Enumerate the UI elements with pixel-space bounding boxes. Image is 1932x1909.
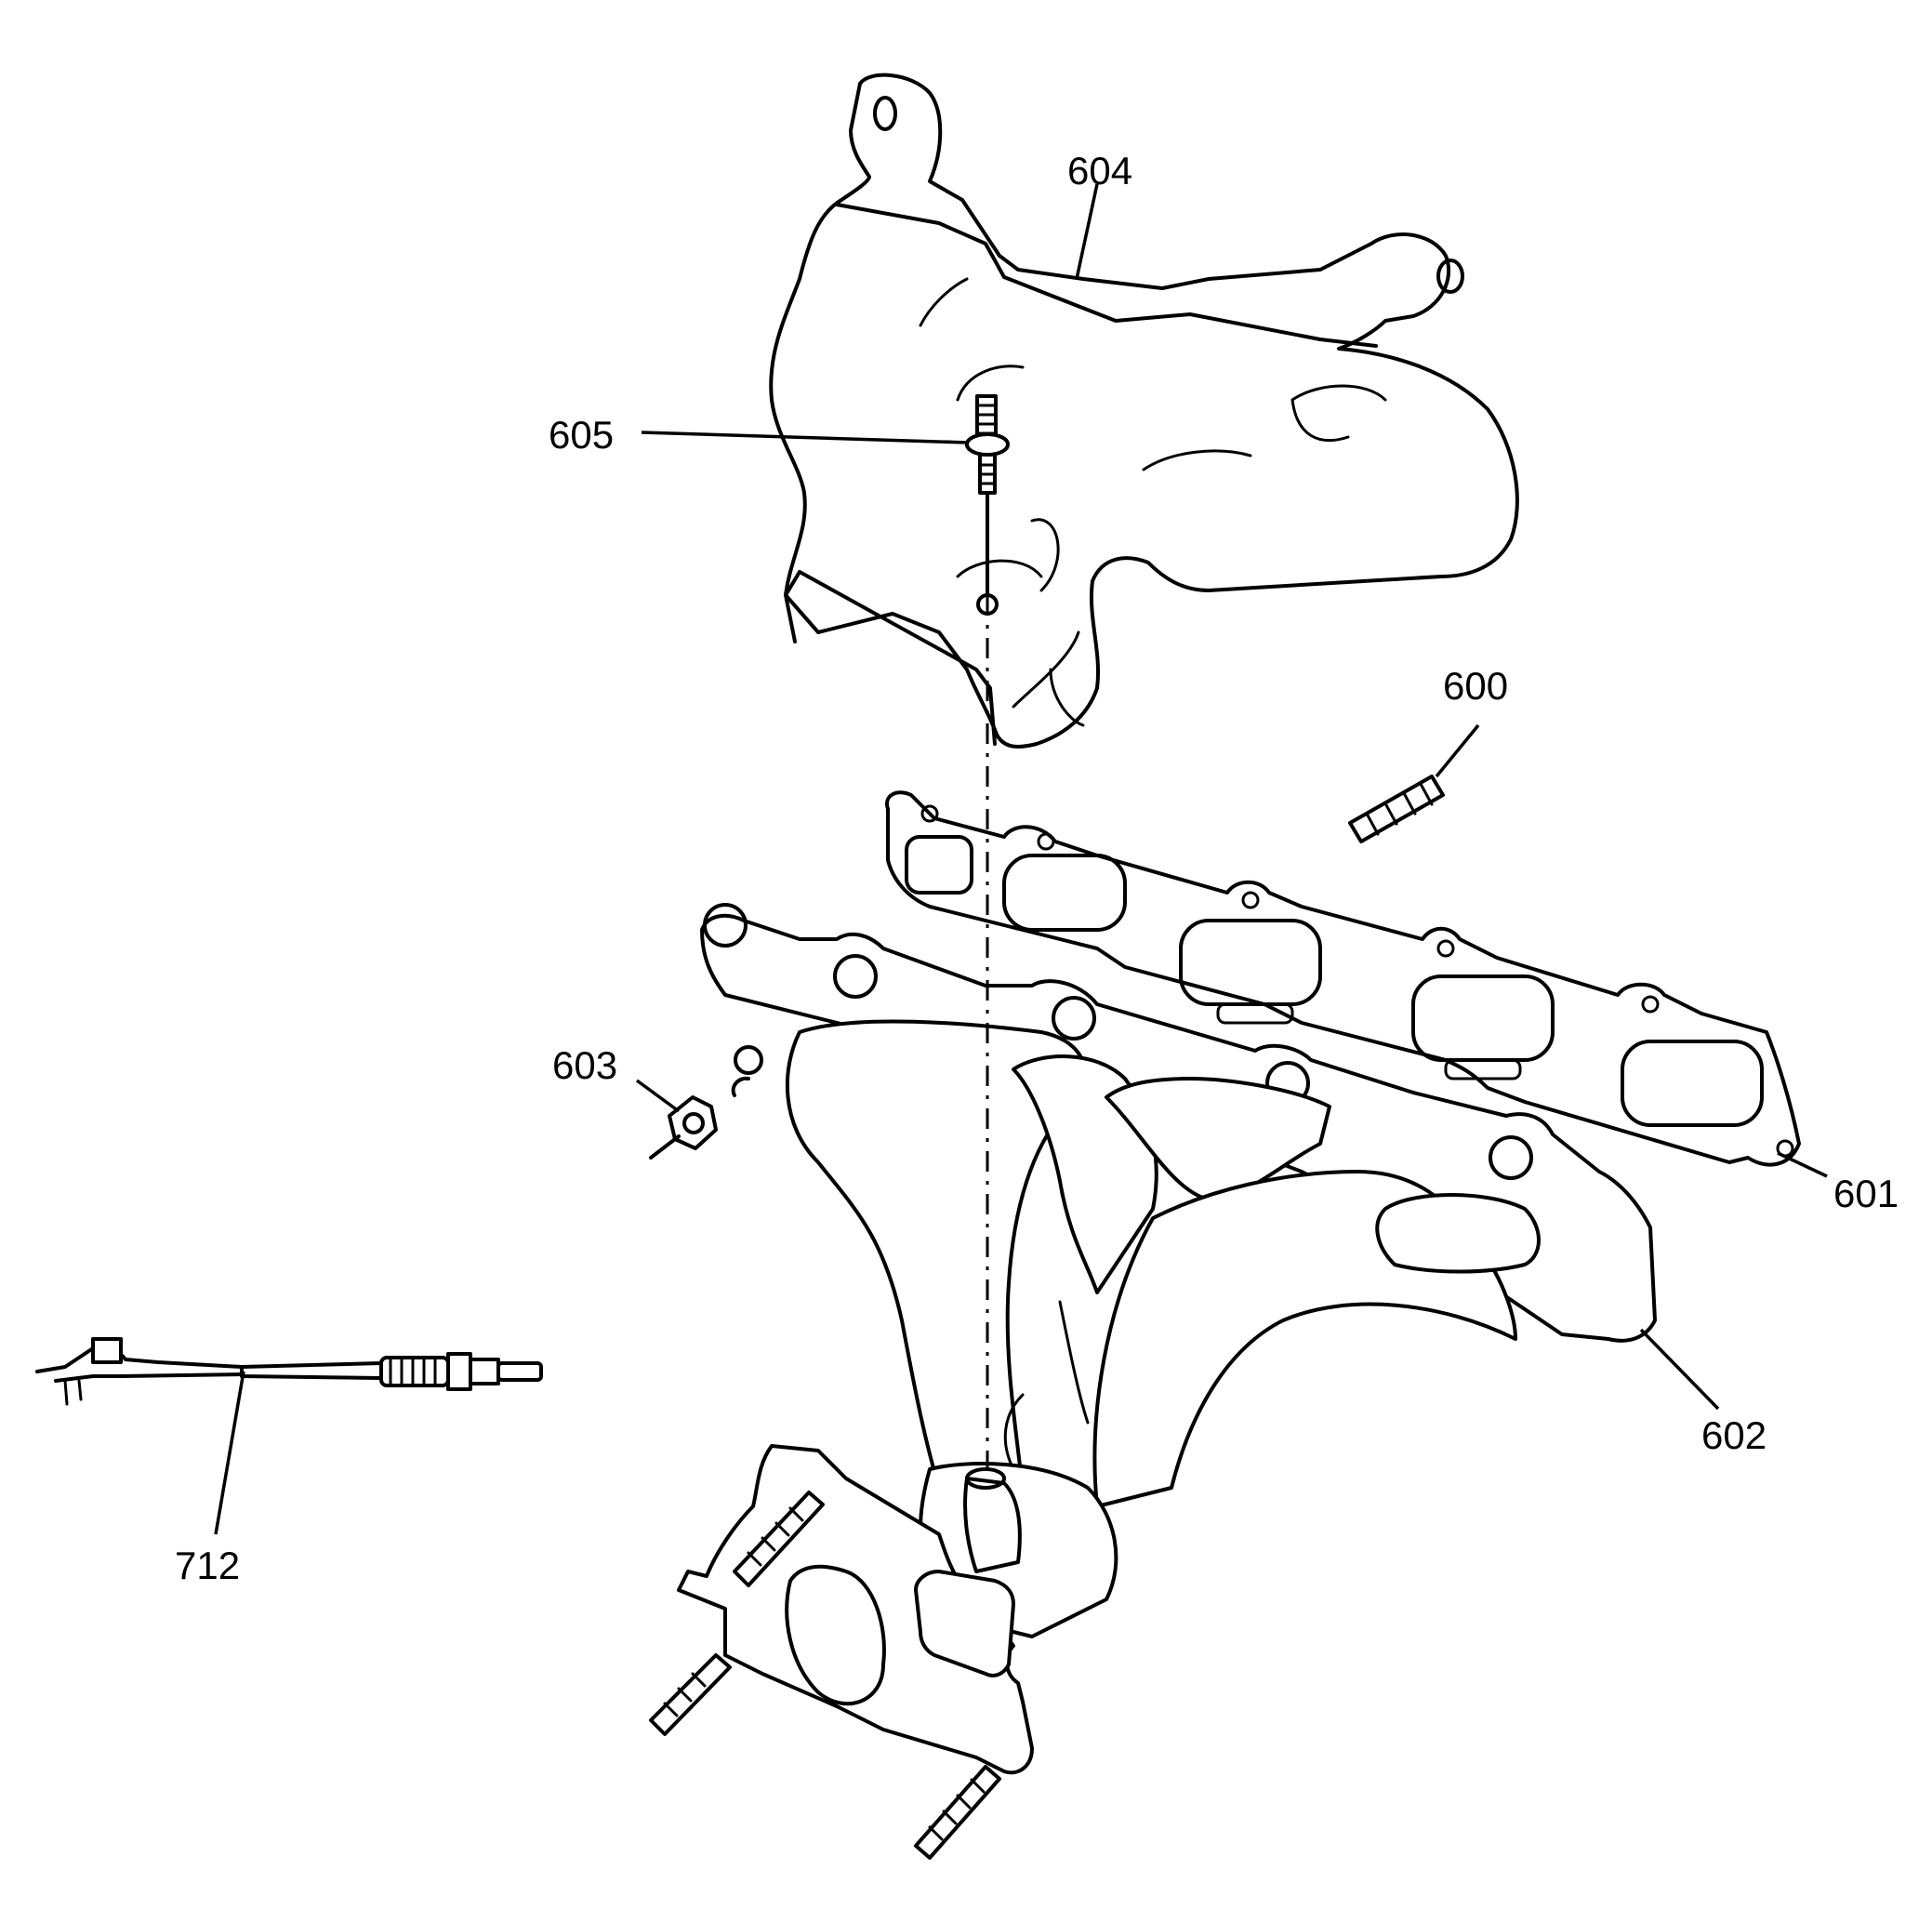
stud-600 xyxy=(1348,775,1445,843)
callout-600: 600 xyxy=(1443,664,1508,708)
callout-603: 603 xyxy=(552,1043,617,1087)
callout-602: 602 xyxy=(1701,1413,1767,1457)
heat-shield-604 xyxy=(769,73,1519,749)
exhaust-manifold-602 xyxy=(649,903,1657,1860)
gasket-601 xyxy=(885,790,1801,1167)
callout-604: 604 xyxy=(1067,149,1132,192)
leader-lines xyxy=(214,183,1828,1535)
nut-603 xyxy=(649,1076,750,1160)
stud-605 xyxy=(965,394,1010,597)
oxygen-sensor-712 xyxy=(35,1337,543,1406)
callout-605: 605 xyxy=(549,413,614,457)
callout-712: 712 xyxy=(175,1544,240,1587)
callout-601: 601 xyxy=(1833,1172,1899,1215)
